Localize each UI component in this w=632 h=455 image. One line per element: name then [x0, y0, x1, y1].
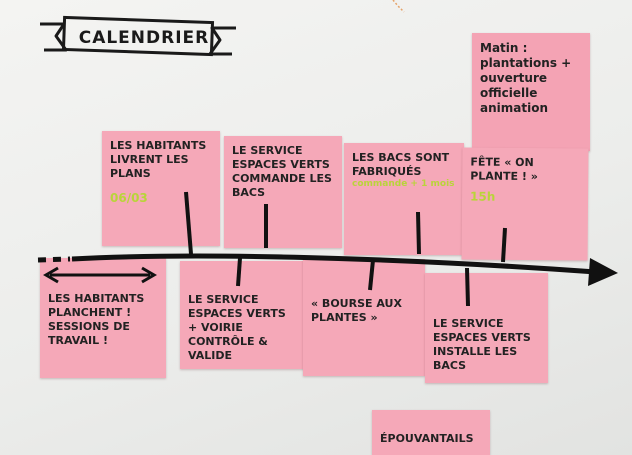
note-text: LES BACS SONT FABRIQUÉS [352, 151, 450, 178]
sticky-note-habitants-livrent: LES HABITANTS LIVRENT LES PLANS 06/03 [102, 131, 220, 246]
dotted-mark [392, 0, 405, 13]
note-text: « BOURSE AUX PLANTES » [311, 297, 402, 324]
sticky-note-habitants-planchent: LES HABITANTS PLANCHENT ! SESSIONS DE TR… [40, 258, 166, 378]
sticky-note-commande-bacs: LE SERVICE ESPACES VERTS COMMANDE LES BA… [224, 136, 342, 248]
note-text: Matin : plantations + ouverture officiel… [480, 41, 572, 115]
note-text: LES HABITANTS LIVRENT LES PLANS [110, 139, 207, 180]
note-text: LES HABITANTS PLANCHENT ! SESSIONS DE TR… [48, 292, 145, 347]
sticky-note-installe-bacs: LE SERVICE ESPACES VERTS INSTALLE LES BA… [425, 273, 548, 383]
note-date: 06/03 [110, 191, 148, 205]
note-text: LE SERVICE ESPACES VERTS INSTALLE LES BA… [433, 317, 531, 372]
sticky-note-matin: Matin : plantations + ouverture officiel… [472, 33, 590, 151]
banner-ribbon [40, 15, 236, 57]
timeline-arrowhead [588, 258, 618, 286]
note-text: LE SERVICE ESPACES VERTS COMMANDE LES BA… [232, 144, 332, 199]
note-text: ÉPOUVANTAILS [380, 432, 474, 445]
note-text: LE SERVICE ESPACES VERTS + VOIRIE CONTRÔ… [188, 293, 286, 362]
sticky-note-bacs-fabriques: LES BACS SONT FABRIQUÉS commande + 1 moi… [344, 143, 464, 255]
note-green-annotation: commande + 1 mois [352, 179, 455, 189]
sticky-note-controle-valide: LE SERVICE ESPACES VERTS + VOIRIE CONTRÔ… [180, 261, 305, 369]
sticky-note-bourse-plantes: « BOURSE AUX PLANTES » [303, 259, 425, 376]
sticky-note-epouvantails: ÉPOUVANTAILS [372, 410, 490, 455]
sticky-note-fete: FÊTE « ON PLANTE ! » 15h [461, 147, 589, 261]
note-text: FÊTE « ON PLANTE ! » [470, 155, 538, 184]
note-green-annotation: 15h [470, 189, 496, 204]
banner-title: CALENDRIER [78, 28, 210, 48]
